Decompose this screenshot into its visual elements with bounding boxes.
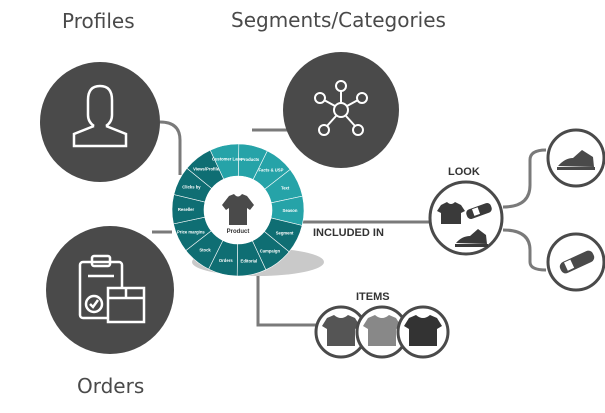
- item-node-2[interactable]: [355, 305, 409, 359]
- shirt-icon: [404, 315, 442, 346]
- hub-ring-label: Text: [281, 186, 290, 191]
- sneaker-icon: [455, 229, 488, 247]
- hub-ring-label: Clicks by: [182, 184, 201, 189]
- person-icon: [72, 84, 128, 148]
- hub-ring-label: Orders: [219, 258, 233, 263]
- profiles-node[interactable]: [40, 62, 160, 182]
- shirt-icon: [363, 315, 401, 346]
- shirt-icon: [322, 315, 360, 346]
- look-label: LOOK: [448, 166, 480, 178]
- segments-node[interactable]: [283, 52, 399, 168]
- item-node-3[interactable]: [396, 305, 450, 359]
- orders-node[interactable]: [46, 226, 174, 354]
- belt-node[interactable]: [546, 232, 605, 292]
- hub-ring-label: Customer Lane: [212, 157, 243, 162]
- sweater-icon: [222, 194, 254, 225]
- shirt-icon: [437, 202, 465, 224]
- orders-title: Orders: [77, 374, 145, 398]
- items-label: ITEMS: [356, 291, 390, 303]
- hub-ring-label: Products: [241, 157, 260, 162]
- hub-ring-label: Season: [283, 208, 298, 213]
- hub-ring-label: Reseller: [178, 207, 195, 212]
- hub-center[interactable]: Product: [204, 176, 272, 244]
- profiles-title: Profiles: [62, 9, 135, 33]
- sneaker-node[interactable]: [546, 128, 605, 188]
- hub-ring-label: Facts & USP: [258, 167, 283, 172]
- clipboard-package-icon: [78, 254, 146, 324]
- sneaker-icon: [557, 150, 595, 170]
- belt-icon: [559, 250, 595, 274]
- segments-title: Segments/Categories: [231, 8, 446, 32]
- hub-ring-label: Segment: [276, 231, 294, 236]
- belt-icon: [466, 202, 492, 220]
- hub-ring-label: Campaign: [260, 249, 281, 254]
- included-in-label: INCLUDED IN: [313, 227, 384, 239]
- hub-ring-label: Editorial: [241, 258, 258, 263]
- network-icon: [314, 80, 368, 136]
- hub-center-label: Product: [227, 229, 250, 235]
- hub-ring: [171, 143, 305, 277]
- hub-ring-label: Stock: [199, 248, 211, 253]
- hub-ring-label: Price margins: [177, 229, 205, 234]
- hub-ring-label: Views/Profile: [193, 166, 220, 171]
- look-node[interactable]: [428, 180, 504, 256]
